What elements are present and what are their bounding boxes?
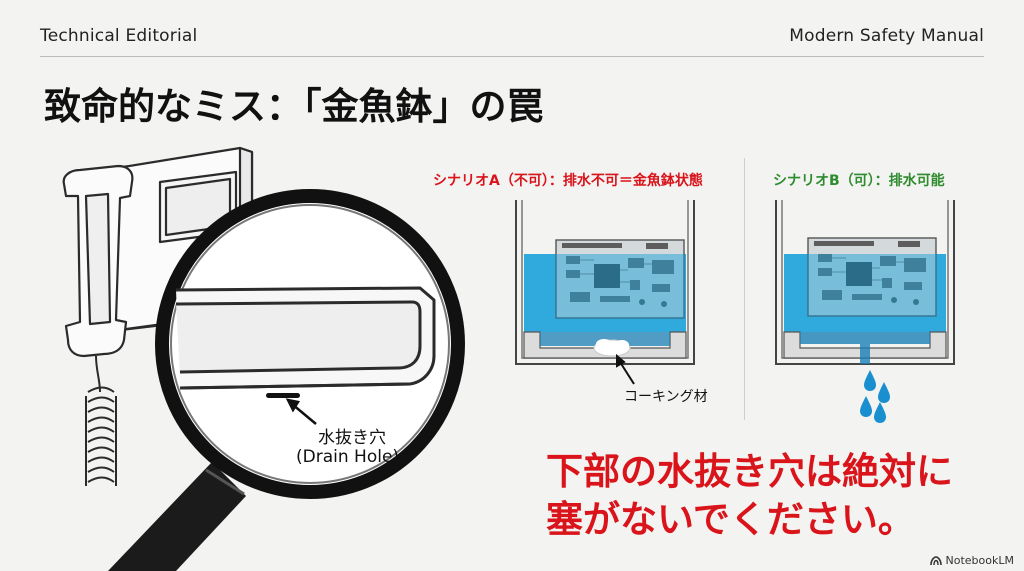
scenario-divider [744, 158, 745, 420]
scenario-b-label: シナリオB（可）：排水可能 [773, 173, 945, 189]
coiled-cord [85, 355, 117, 486]
scenario-b-diagram [775, 200, 955, 423]
notebooklm-icon [929, 555, 942, 566]
header-right: Modern Safety Manual [789, 26, 984, 46]
drain-hole-slot [266, 393, 300, 398]
handset [62, 164, 134, 358]
drain-hole-arrow [285, 398, 317, 425]
caulking-arrow [616, 353, 635, 385]
header-rule [40, 56, 984, 57]
drain-hole-label-jp: 水抜き穴 [318, 428, 386, 448]
notebooklm-badge: NotebookLM [929, 554, 1014, 567]
page-title: 致命的なミス：「金魚鉢」の罠 [44, 85, 544, 128]
scenario-a-label: シナリオA（不可）：排水不可＝金魚鉢状態 [433, 173, 703, 189]
scenario-a-diagram [515, 200, 695, 385]
caulking-label: コーキング材 [624, 389, 708, 405]
warning-line-1: 下部の水抜き穴は絶対に [546, 450, 953, 493]
magnified-device [175, 286, 436, 390]
water-drops [860, 370, 890, 423]
drain-hole-label-en: (Drain Hole) [296, 447, 400, 467]
notebooklm-text: NotebookLM [945, 554, 1014, 567]
warning-callout: 下部の水抜き穴は絶対に 塞がないでください。 [546, 448, 953, 544]
warning-line-2: 塞がないでください。 [546, 498, 915, 541]
magnifier-handle [108, 462, 246, 571]
header-left: Technical Editorial [40, 26, 198, 46]
